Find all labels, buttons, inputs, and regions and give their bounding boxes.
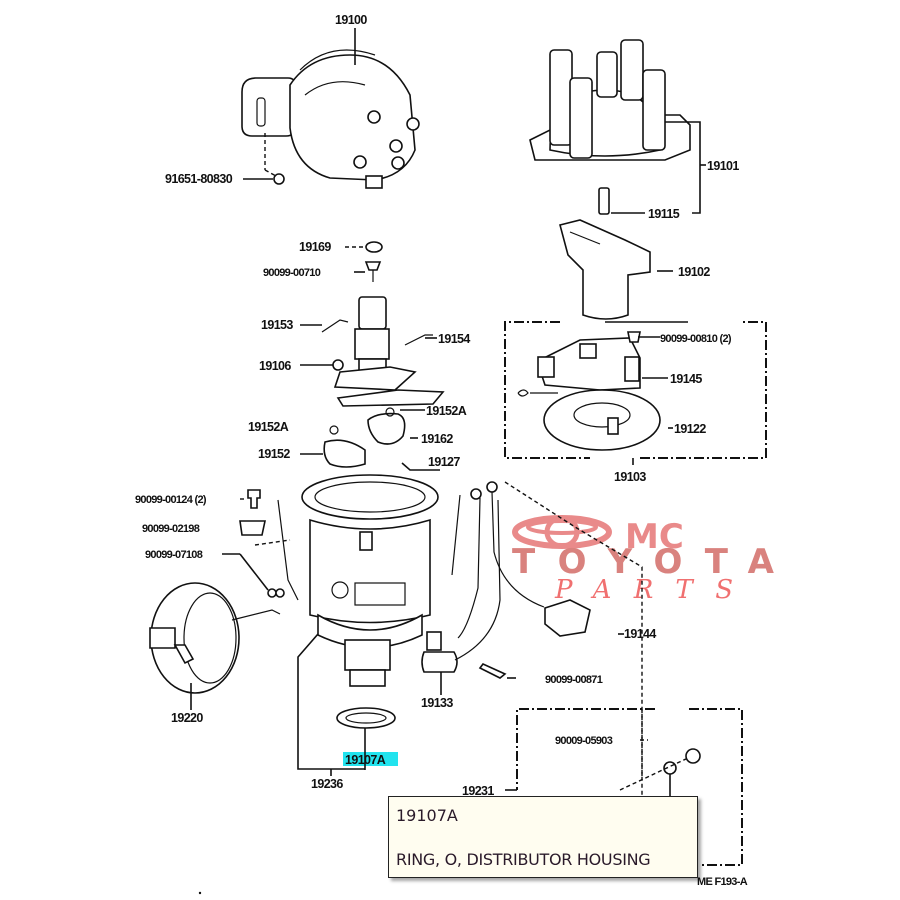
- governor-weight-left-drawing[interactable]: [323, 425, 366, 468]
- distributor-cap-drawing[interactable]: [529, 39, 691, 215]
- label-19102[interactable]: 19102: [678, 265, 711, 279]
- label-19162[interactable]: 19162: [421, 432, 454, 446]
- label-90099-00810[interactable]: 90099-00810 (2): [660, 333, 733, 345]
- distributor-housing-drawing[interactable]: [277, 474, 461, 687]
- part-tooltip: 19107A RING, O, DISTRIBUTOR HOUSING: [388, 796, 698, 878]
- wire-harness-drawing[interactable]: [470, 481, 591, 637]
- o-ring-drawing[interactable]: [336, 707, 396, 729]
- governor-weight-right-drawing[interactable]: [367, 407, 406, 445]
- tooltip-part-number: 19107A: [396, 806, 458, 825]
- label-19107A[interactable]: 19107A: [345, 753, 386, 767]
- label-90009-05903[interactable]: 90009-05903: [555, 735, 613, 747]
- label-19115[interactable]: 19115: [648, 207, 680, 221]
- screw-icon: [478, 663, 507, 679]
- screw-icon: [247, 489, 261, 509]
- label-19100[interactable]: 19100: [335, 13, 368, 27]
- label-19122[interactable]: 19122: [674, 422, 707, 436]
- signal-rotor-drawing[interactable]: [537, 337, 641, 391]
- label-19231[interactable]: 19231: [462, 784, 495, 798]
- label-19152A-left[interactable]: 19152A: [248, 420, 289, 434]
- toyota-logo-icon: [512, 515, 612, 549]
- label-19220[interactable]: 19220: [171, 711, 204, 725]
- screw-icon: [627, 331, 641, 343]
- label-19236[interactable]: 19236: [311, 777, 344, 791]
- stray-dot: [198, 891, 202, 895]
- pickup-plate-drawing[interactable]: [517, 389, 661, 451]
- highlight-box: [343, 752, 398, 766]
- nut-icon: [685, 748, 701, 764]
- governor-shaft-drawing[interactable]: [321, 241, 445, 407]
- label-19144[interactable]: 19144: [624, 627, 657, 641]
- label-91651-80830[interactable]: 91651-80830: [165, 172, 233, 186]
- label-19133[interactable]: 19133: [421, 696, 454, 710]
- label-19106[interactable]: 19106: [259, 359, 292, 373]
- label-90099-07108[interactable]: 90099-07108: [145, 549, 203, 561]
- clamp-icon: [239, 520, 266, 536]
- label-19152A-right[interactable]: 19152A: [426, 404, 467, 418]
- label-19145[interactable]: 19145: [670, 372, 703, 386]
- label-90099-00871[interactable]: 90099-00871: [545, 674, 603, 686]
- label-90099-02198[interactable]: 90099-02198: [142, 523, 200, 535]
- label-90099-00710[interactable]: 90099-00710: [263, 267, 321, 279]
- rotor-drawing[interactable]: [559, 219, 651, 320]
- watermark: MC TOYOTA PARTS: [512, 515, 775, 605]
- label-19127[interactable]: 19127: [428, 455, 461, 469]
- screw-icon: [273, 173, 285, 185]
- label-19154[interactable]: 19154: [438, 332, 471, 346]
- watermark-mc: MC: [625, 517, 684, 557]
- label-19101[interactable]: 19101: [707, 159, 740, 173]
- tooltip-description: RING, O, DISTRIBUTOR HOUSING: [396, 850, 651, 869]
- condenser-drawing[interactable]: [421, 497, 501, 673]
- label-19169[interactable]: 19169: [299, 240, 332, 254]
- vacuum-advancer-drawing[interactable]: [149, 582, 281, 694]
- distributor-assembly-drawing[interactable]: [241, 28, 420, 189]
- label-19152[interactable]: 19152: [258, 447, 291, 461]
- label-19153[interactable]: 19153: [261, 318, 294, 332]
- label-19103[interactable]: 19103: [614, 470, 647, 484]
- diagram-code: ME F193-A: [697, 876, 748, 888]
- label-90099-00124[interactable]: 90099-00124 (2): [135, 494, 208, 506]
